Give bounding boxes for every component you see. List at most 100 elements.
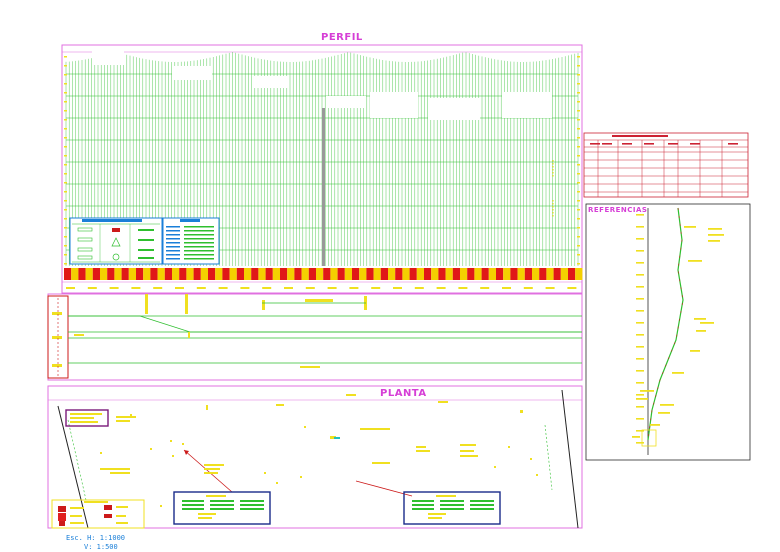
edge-tick: [64, 92, 67, 94]
planta-text-mark: [182, 443, 184, 445]
band-segment: [244, 268, 252, 280]
band-segment: [150, 268, 158, 280]
edge-tick: [64, 128, 67, 130]
perfil-frame: [61, 44, 583, 294]
edge-tick: [64, 209, 67, 211]
legend-text-mark: [138, 229, 154, 231]
planta-text-mark: [494, 466, 496, 468]
legend2-symbol: [166, 246, 180, 248]
edge-tick: [577, 191, 580, 193]
edge-tick: [577, 245, 580, 247]
edge-tick: [64, 200, 67, 202]
band-segment: [553, 268, 561, 280]
station-label-mark: [393, 287, 402, 289]
edge-tick: [64, 146, 67, 148]
legend2-text: [184, 242, 214, 244]
band-segment: [128, 268, 136, 280]
station-label-mark: [545, 287, 555, 289]
edge-tick: [577, 182, 580, 184]
legend2-symbol: [166, 258, 180, 260]
planta-title: PLANTA: [380, 388, 427, 399]
band-segment: [510, 268, 518, 280]
legend2-symbol: [166, 250, 180, 252]
legend2-symbol: [166, 226, 180, 228]
edge-tick: [577, 65, 580, 67]
scale-vertical: V: 1:500: [84, 543, 118, 551]
ref-annotation: [636, 398, 648, 400]
planta-text-mark: [360, 428, 390, 430]
perfil-label-block: [502, 92, 552, 118]
perfil-edge-ticks: [64, 56, 580, 265]
planta-text-mark: [460, 444, 476, 446]
band-segment: [200, 268, 208, 280]
band-segment: [186, 268, 194, 280]
station-label-mark: [502, 287, 511, 289]
planta-text-mark: [460, 450, 474, 452]
band-segment: [272, 268, 280, 280]
legend2-text: [184, 258, 214, 260]
edge-tick: [64, 236, 67, 238]
band-segment: [460, 268, 468, 280]
ref-annotation: [708, 240, 720, 242]
edge-tick: [577, 146, 580, 148]
station-label-mark: [218, 287, 228, 289]
perfil-label-block: [428, 98, 480, 120]
band-segment: [438, 268, 446, 280]
perfil-title: PERFIL: [321, 32, 363, 43]
planta-text-mark: [416, 450, 430, 452]
edge-tick: [64, 155, 67, 157]
planta-marker: [334, 437, 340, 439]
legend2-symbol: [166, 254, 180, 256]
station-label-mark: [414, 287, 424, 289]
band-segment: [85, 268, 93, 280]
ref-annotation: [696, 330, 706, 332]
legend2-text: [184, 234, 214, 236]
edge-tick: [64, 110, 67, 112]
strip-label: [52, 336, 62, 339]
edge-tick: [577, 263, 580, 265]
band-segment: [236, 268, 244, 280]
legend2-text: [184, 250, 214, 252]
perfil-legend-box-2: [162, 217, 220, 265]
band-segment: [265, 268, 273, 280]
station-label-mark: [327, 287, 337, 289]
station-label-mark: [436, 287, 446, 289]
edge-tick: [577, 218, 580, 220]
station-label-mark: [240, 287, 250, 289]
section-strip-left-column: [47, 295, 69, 379]
edge-tick: [64, 245, 67, 247]
legend-symbol: [77, 255, 93, 260]
station-label-mark: [87, 287, 97, 289]
edge-tick: [577, 92, 580, 94]
edge-tick: [577, 110, 580, 112]
band-segment: [287, 268, 295, 280]
band-segment: [164, 268, 172, 280]
band-segment: [532, 268, 540, 280]
perfil-label-block: [92, 47, 124, 65]
band-segment: [258, 268, 266, 280]
edge-tick: [577, 128, 580, 130]
ref-station-label: [636, 214, 644, 216]
legend2-symbol: [166, 234, 180, 236]
band-segment: [568, 268, 576, 280]
ref-annotation: [672, 372, 684, 374]
perfil-station-band: [64, 268, 583, 280]
band-segment: [294, 268, 302, 280]
band-segment: [301, 268, 309, 280]
planta-text-mark: [304, 426, 306, 428]
band-segment: [445, 268, 453, 280]
edge-tick: [64, 173, 67, 175]
band-segment: [481, 268, 489, 280]
edge-tick: [577, 83, 580, 85]
planta-text-mark: [100, 468, 130, 470]
edge-tick: [577, 137, 580, 139]
legend2-text: [184, 254, 214, 256]
band-segment: [352, 268, 360, 280]
edge-tick: [577, 74, 580, 76]
ref-station-label: [636, 250, 644, 252]
band-segment: [488, 268, 496, 280]
referencias-title: REFERENCIAS: [588, 206, 648, 214]
band-segment: [344, 268, 352, 280]
planta-text-mark: [276, 404, 284, 406]
